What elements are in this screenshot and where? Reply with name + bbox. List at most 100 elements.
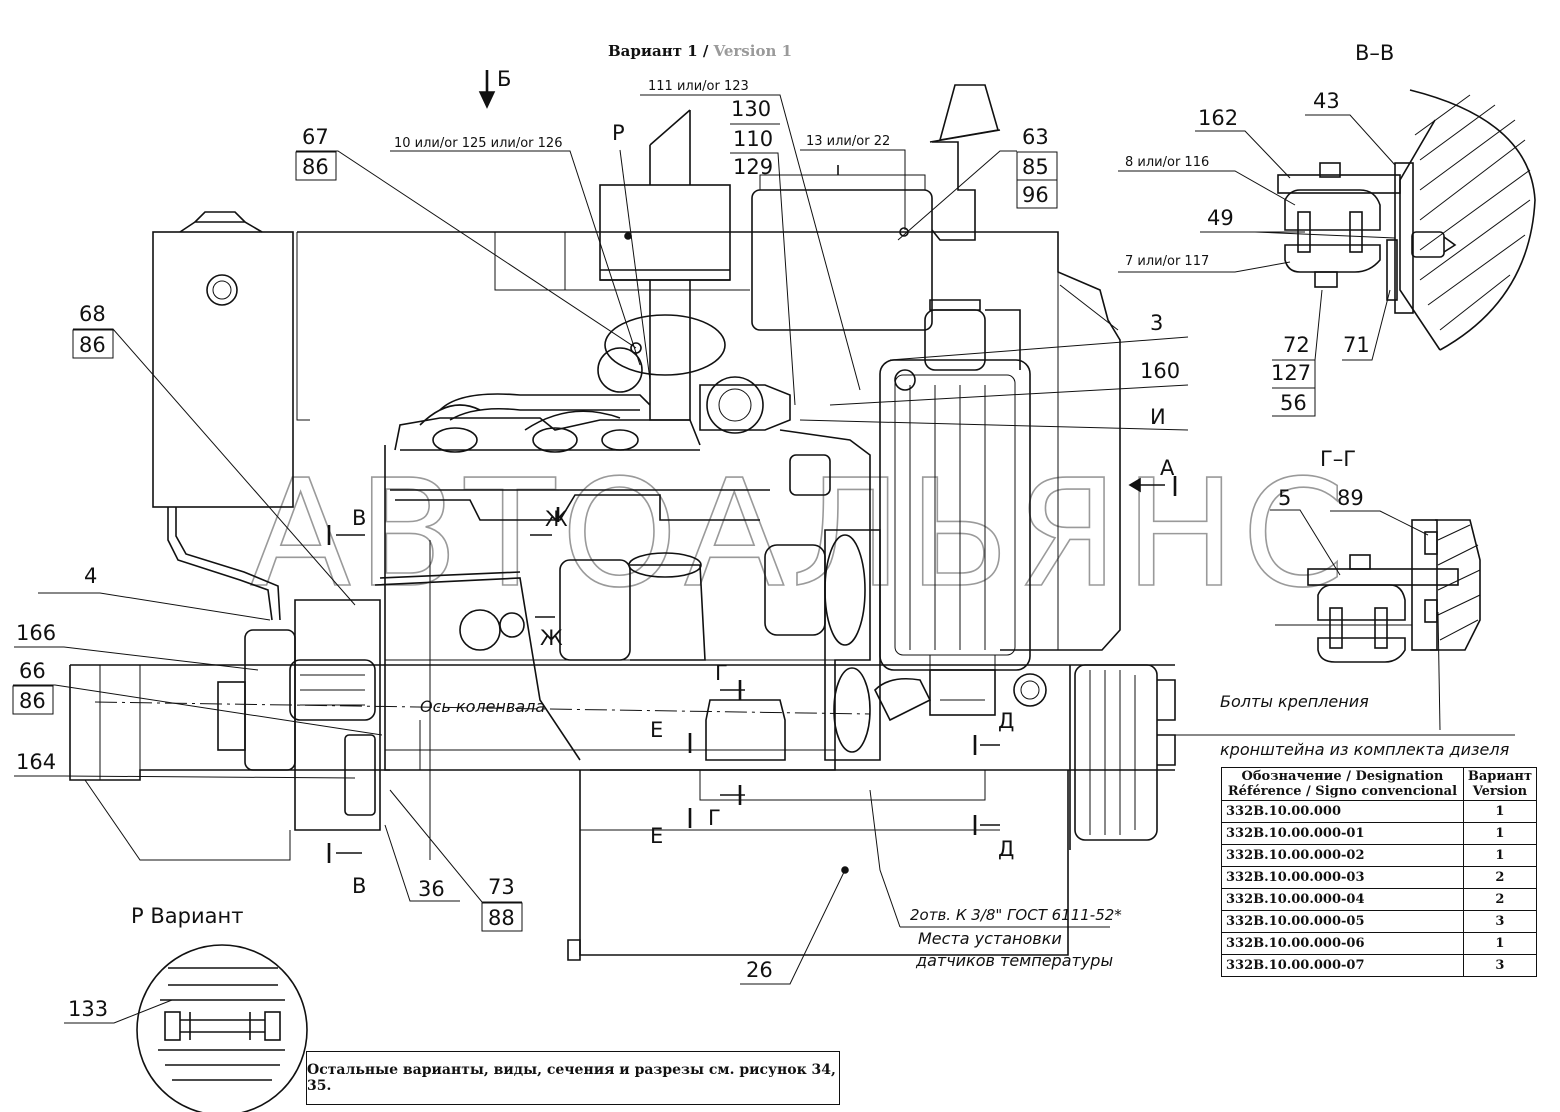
drawing-title: Вариант 1 / Version 1 <box>560 42 840 60</box>
callout-3: 3 <box>1150 311 1163 335</box>
fuel-tank <box>152 231 294 508</box>
row-code: 332B.10.00.000-02 <box>1221 844 1464 867</box>
title-alt: Version 1 <box>713 42 793 60</box>
p-variant-view: Р Вариант 133 <box>64 904 308 1112</box>
row-version: 1 <box>1462 932 1538 955</box>
watermark: АВТОАЛЬЯНС <box>250 448 1351 620</box>
row-version: 1 <box>1462 822 1538 845</box>
callout-89: 89 <box>1337 486 1364 510</box>
row-version: 3 <box>1462 910 1538 933</box>
note-bolts-2: кронштейна из комплекта дизеля <box>1220 740 1510 759</box>
callout-5: 5 <box>1278 486 1291 510</box>
callout-13: 13 или/or 22 <box>806 134 890 149</box>
callout-73: 73 <box>488 875 515 899</box>
title-sep: / <box>697 42 714 60</box>
callout-56: 56 <box>1280 391 1307 415</box>
mark-zh2: Ж <box>540 626 563 650</box>
note-holes-1: 2отв. К 3/8" ГОСТ 6111-52* <box>910 906 1122 924</box>
header-version-1: Вариант <box>1467 769 1532 784</box>
callout-129: 129 <box>733 155 773 179</box>
header-designation-2: Référence / Signo convencional <box>1227 784 1458 799</box>
callout-i: И <box>1150 405 1166 429</box>
callout-36: 36 <box>418 877 445 901</box>
mark-d2: Д <box>998 837 1014 861</box>
row-code: 332B.10.00.000 <box>1221 800 1464 823</box>
callout-8: 8 или/or 116 <box>1125 155 1209 170</box>
svg-text:10 или/or 125 или/or 126: 10 или/or 125 или/or 126 <box>394 136 562 151</box>
callout-86b: 86 <box>79 333 106 357</box>
note-bolts-1: Болты крепления <box>1220 692 1369 711</box>
title-main: Вариант 1 <box>607 42 698 60</box>
callout-67: 67 <box>302 125 329 149</box>
callout-130: 130 <box>731 97 771 121</box>
callout-63: 63 <box>1022 125 1049 149</box>
p-variant-label: Р Вариант <box>131 904 243 928</box>
table-header-version: Вариант Version <box>1462 767 1538 801</box>
callout-10: 10 или/or 125 или/or 126 <box>394 136 562 151</box>
note-holes-3: датчиков температуры <box>915 951 1113 970</box>
footnote-text: Остальные варианты, виды, сечения и разр… <box>307 1062 836 1094</box>
row-version: 1 <box>1462 844 1538 867</box>
mark-e1: Е <box>650 718 663 742</box>
mark-b: Б <box>497 67 511 91</box>
crankshaft-axis-label: Ось коленвала <box>420 697 545 716</box>
callout-p: Р <box>612 121 625 145</box>
section-marks: Б А В В Г Г Е Е Д Д Ж Ж <box>327 67 1177 898</box>
mark-v1: В <box>352 506 366 530</box>
view-gg-label: Г–Г <box>1320 447 1356 471</box>
callout-66: 66 <box>19 659 46 683</box>
callout-110: 110 <box>733 127 773 151</box>
callouts: 67 86 68 86 4 166 66 86 164 36 73 88 26 … <box>12 79 1189 985</box>
row-code: 332B.10.00.000-03 <box>1221 866 1464 889</box>
callout-43: 43 <box>1313 89 1340 113</box>
callout-166: 166 <box>16 621 56 645</box>
row-code: 332B.10.00.000-01 <box>1221 822 1464 845</box>
callout-4: 4 <box>84 564 97 588</box>
callout-111: 111 или/or 123 <box>648 79 749 94</box>
row-code: 332B.10.00.000-04 <box>1221 888 1464 911</box>
mark-v2: В <box>352 874 366 898</box>
row-version: 1 <box>1462 800 1538 823</box>
callout-26: 26 <box>746 958 773 982</box>
callout-71: 71 <box>1343 333 1370 357</box>
callout-86c: 86 <box>19 689 46 713</box>
header-designation-1: Обозначение / Designation <box>1241 769 1444 784</box>
callout-160: 160 <box>1140 359 1180 383</box>
mark-e2: Е <box>650 824 663 848</box>
mark-a: А <box>1160 456 1175 480</box>
callout-133: 133 <box>68 997 108 1021</box>
row-code: 332B.10.00.000-06 <box>1221 932 1464 955</box>
callout-162: 162 <box>1198 106 1238 130</box>
row-version: 3 <box>1462 954 1538 977</box>
callout-72: 72 <box>1283 333 1310 357</box>
callout-85: 85 <box>1022 155 1049 179</box>
notes: Болты крепления кронштейна из комплекта … <box>869 692 1515 970</box>
view-gg: Г–Г 5 89 <box>1270 447 1481 731</box>
view-bb-label: В–В <box>1355 41 1394 65</box>
callout-164: 164 <box>16 750 56 774</box>
callout-127: 127 <box>1271 361 1311 385</box>
mark-g2: Г <box>708 806 721 830</box>
air-filter-right <box>751 189 933 331</box>
callout-96: 96 <box>1022 183 1049 207</box>
mark-g1: Г <box>715 661 728 685</box>
mark-d1: Д <box>998 709 1014 733</box>
engine-main-view <box>69 84 1176 961</box>
callout-7: 7 или/or 117 <box>1125 254 1209 269</box>
row-code: 332B.10.00.000-07 <box>1221 954 1464 977</box>
callout-86a: 86 <box>302 155 329 179</box>
view-bb: В–В 162 43 8 или/or 116 49 7 или/or 117 … <box>1118 41 1536 417</box>
row-code: 332B.10.00.000-05 <box>1221 910 1464 933</box>
note-holes-2: Места установки <box>918 929 1062 948</box>
footnote-box: Остальные варианты, виды, сечения и разр… <box>306 1051 840 1105</box>
header-version-2: Version <box>1472 784 1528 799</box>
callout-49: 49 <box>1207 206 1234 230</box>
